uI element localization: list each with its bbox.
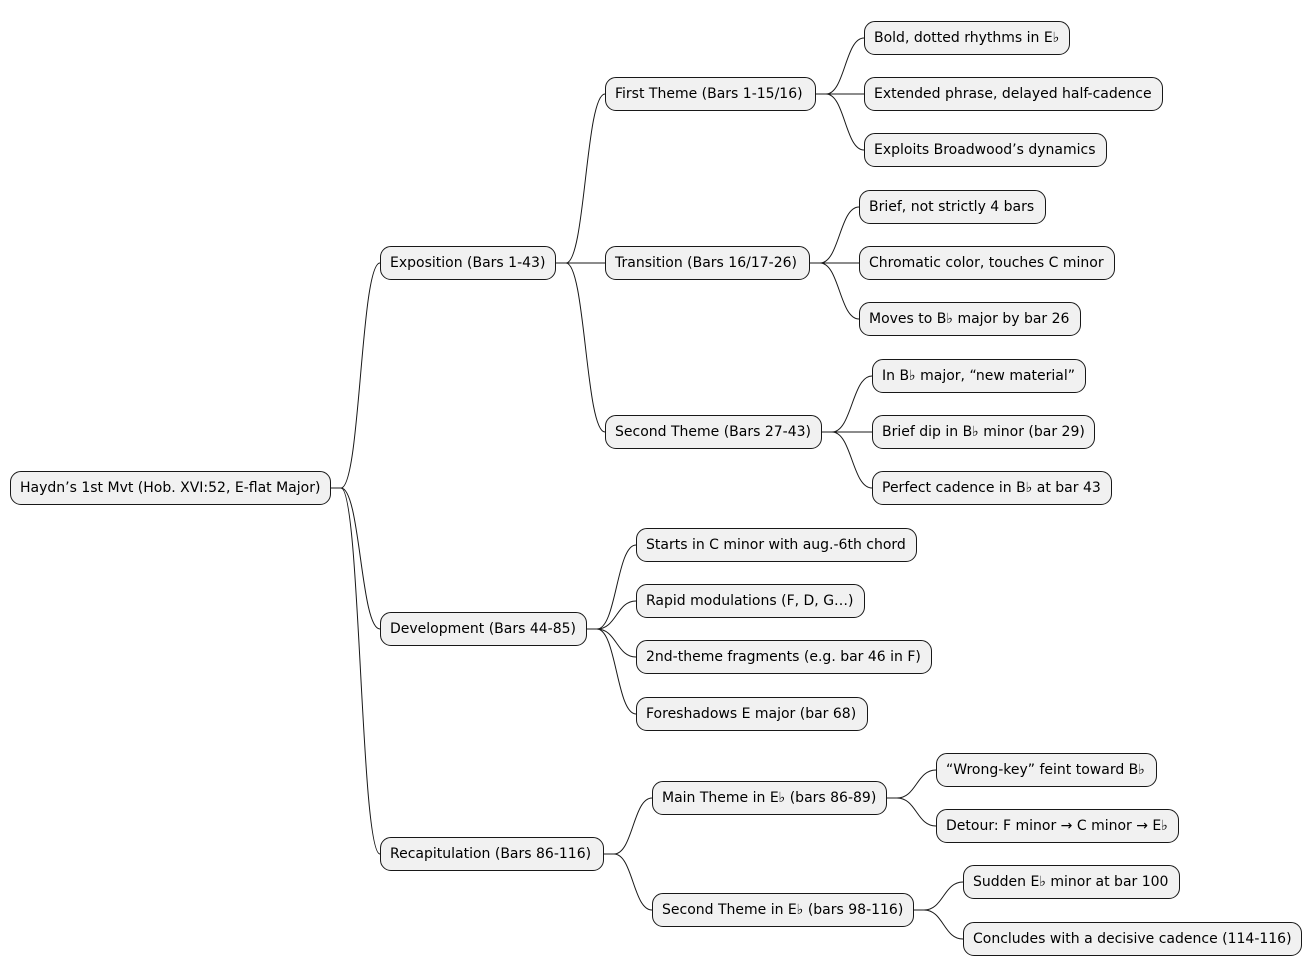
connector-detail-perfect-cadence <box>822 431 873 489</box>
connector-main-theme-recap-node <box>604 797 653 855</box>
detail-theme-fragments: 2nd-theme fragments (e.g. bar 46 in F) <box>636 640 932 674</box>
second-theme-node: Second Theme (Bars 27-43) <box>605 415 822 449</box>
transition-node: Transition (Bars 16/17-26) <box>605 246 810 280</box>
detail-detour: Detour: F minor → C minor → E♭ <box>936 809 1179 843</box>
connector-detail-dotted-rhythms <box>816 37 865 95</box>
connector-detail-new-material <box>822 375 873 433</box>
detail-c-minor-start: Starts in C minor with aug.-6th chord <box>636 528 917 562</box>
detail-bflat-minor-dip: Brief dip in B♭ minor (bar 29) <box>872 415 1095 449</box>
connector-detail-wrong-key-feint <box>887 769 937 799</box>
connector-exposition-node <box>331 262 381 489</box>
connector-detail-broadwood-dynamics <box>816 93 865 151</box>
connector-detail-brief-bars <box>810 206 860 264</box>
connector-detail-foreshadows-e-major <box>587 628 637 715</box>
detail-decisive-cadence: Concludes with a decisive cadence (114-1… <box>963 922 1302 956</box>
detail-broadwood-dynamics: Exploits Broadwood’s dynamics <box>864 133 1107 167</box>
detail-dotted-rhythms: Bold, dotted rhythms in E♭ <box>864 21 1070 55</box>
detail-extended-phrase: Extended phrase, delayed half-cadence <box>864 77 1163 111</box>
connector-detail-moves-to-bflat <box>810 262 860 320</box>
connector-detail-sudden-eflat-minor <box>914 881 964 911</box>
detail-wrong-key-feint: “Wrong-key” feint toward B♭ <box>936 753 1157 787</box>
detail-new-material: In B♭ major, “new material” <box>872 359 1086 393</box>
connector-detail-detour <box>887 797 937 827</box>
detail-foreshadows-e-major: Foreshadows E major (bar 68) <box>636 697 868 731</box>
exposition-node: Exposition (Bars 1-43) <box>380 246 556 280</box>
connector-detail-c-minor-start <box>587 544 637 630</box>
recapitulation-node: Recapitulation (Bars 86-116) <box>380 837 604 871</box>
main-theme-recap-node: Main Theme in E♭ (bars 86-89) <box>652 781 887 815</box>
detail-rapid-modulations: Rapid modulations (F, D, G…) <box>636 584 865 618</box>
connector-development-node <box>331 487 381 630</box>
root-node: Haydn’s 1st Mvt (Hob. XVI:52, E-flat Maj… <box>10 471 331 505</box>
first-theme-node: First Theme (Bars 1-15/16) <box>605 77 816 111</box>
connector-first-theme-node <box>556 93 606 264</box>
connector-second-theme-recap-node <box>604 853 653 911</box>
detail-perfect-cadence: Perfect cadence in B♭ at bar 43 <box>872 471 1112 505</box>
development-node: Development (Bars 44-85) <box>380 612 587 646</box>
detail-chromatic-color: Chromatic color, touches C minor <box>859 246 1115 280</box>
connector-second-theme-node <box>556 262 606 433</box>
connector-recapitulation-node <box>331 487 381 855</box>
second-theme-recap-node: Second Theme in E♭ (bars 98-116) <box>652 893 914 927</box>
detail-brief-bars: Brief, not strictly 4 bars <box>859 190 1046 224</box>
detail-moves-to-bflat: Moves to B♭ major by bar 26 <box>859 302 1081 336</box>
detail-sudden-eflat-minor: Sudden E♭ minor at bar 100 <box>963 865 1180 899</box>
connector-detail-decisive-cadence <box>914 909 964 940</box>
